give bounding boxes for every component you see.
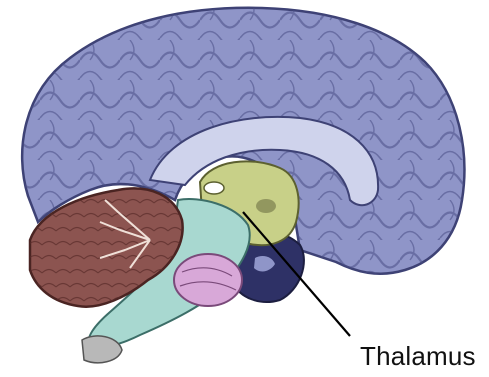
pons	[174, 254, 242, 306]
thalamus-label: Thalamus	[360, 341, 476, 372]
